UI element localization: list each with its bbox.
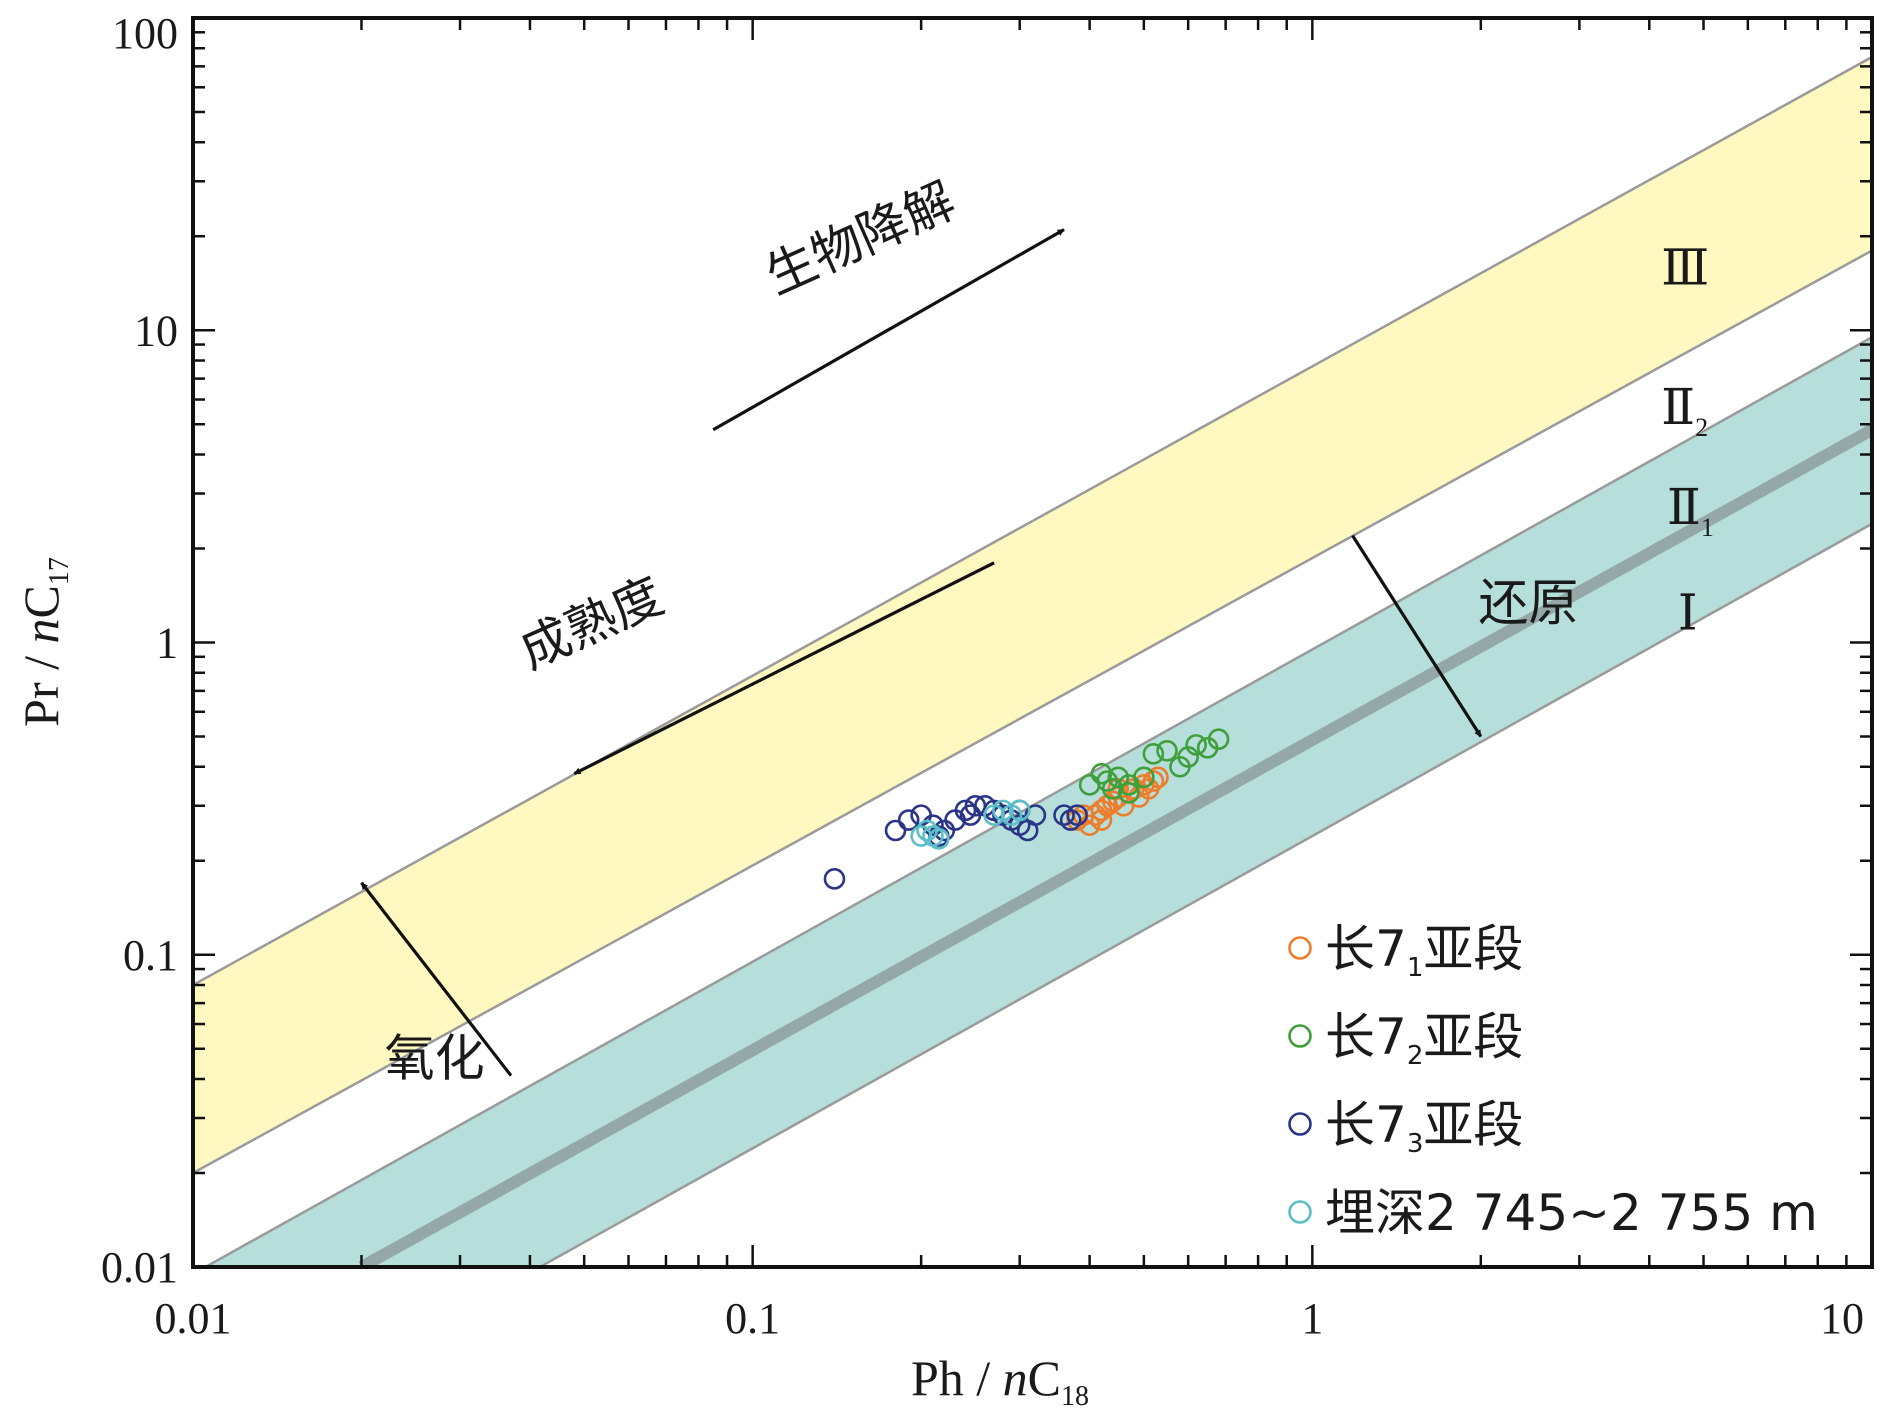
series-3-point [1053,804,1075,826]
y-axis-title: Pr / nC17 [13,557,75,727]
x-tick-label: 10 [1820,1294,1864,1343]
band-yellow [193,57,1872,1174]
annotation-arrow-3 [1351,534,1483,738]
y-tick-label: 1 [156,619,178,668]
legend-label-1-sub: 1 [1407,953,1424,983]
band-yellow-upper-edge [193,55,1872,987]
legend-label-2-suffix: 亚段 [1423,1008,1523,1066]
legend-label-4: 埋深2 745~2 755 m [1325,1184,1818,1242]
y-tick-label: 100 [112,9,178,58]
legend-label-4-name: 埋深2 745~2 755 m [1325,1184,1818,1242]
series-3-point [884,819,907,842]
legend-label-3-name: 长7 [1325,1096,1407,1154]
legend-label-3-sub: 3 [1407,1129,1424,1159]
x-axis-title: Ph / nC18 [911,1350,1089,1408]
annotation-label-3: 还原 [1478,574,1578,632]
x-axis-title-main: Ph / [911,1350,1003,1406]
zone-label-4: Ⅰ [1678,585,1698,641]
legend-label-3: 长73亚段 [1325,1096,1523,1159]
series-2-point [1101,777,1124,800]
axes-frame [191,16,1874,1269]
series-2-point [1185,734,1207,756]
annotation-label-4: 氧化 [385,1030,485,1088]
legend-label-1-suffix: 亚段 [1423,920,1523,978]
series-3-point [823,868,846,890]
legend-label-1: 长71亚段 [1325,920,1523,983]
series-3-point [1059,809,1082,831]
series-2-point [1156,739,1178,762]
legend-label-2-name: 长7 [1325,1008,1407,1066]
legend-marker-3 [1288,1112,1312,1136]
zone-label-2-sub: 2 [1695,413,1708,442]
annotation-arrow-4 [360,881,513,1077]
series-4-point [927,828,950,850]
data-points [823,728,1230,890]
annotation-label-1: 生物降解 [757,171,963,305]
tick-labels: 0.01 0.1 1 10 0.01 0.1 1 10 100 [101,9,1864,1343]
band-center-line [358,424,1872,1267]
annotation-arrow-2 [573,561,995,776]
series-2-point [1118,782,1140,804]
band-yellow-lower-edge [193,249,1872,1175]
series-3-point [954,799,977,822]
y-axis-title-sub: 17 [44,557,75,585]
zone-label-4-main: Ⅰ [1678,585,1698,641]
series-3-point [922,814,944,836]
zone-label-3-sub: 1 [1701,513,1714,542]
legend-label-1-name: 长7 [1325,920,1407,978]
series-3-point [1024,804,1047,826]
x-axis-title-atom: C [1028,1350,1061,1406]
series-1-point [1142,770,1165,792]
y-tick-label: 10 [134,306,178,355]
annotation-arrow-1 [712,228,1065,432]
x-tick-label: 0.1 [725,1294,780,1343]
legend-marker-4 [1288,1200,1312,1224]
y-tick-label: 0.1 [123,931,178,980]
annotation-label-2: 成熟度 [511,566,672,680]
zone-label-1-main: Ⅲ [1661,240,1709,296]
band-teal-lower-edge [537,522,1872,1267]
zone-label-3-main: Ⅱ [1667,479,1701,535]
series-2-point [1133,766,1155,789]
legend-label-2-sub: 2 [1407,1041,1424,1071]
series-3-point [1066,804,1088,826]
series-4-point [1008,799,1031,822]
legend-label-2: 长72亚段 [1325,1008,1523,1071]
zone-label-3: Ⅱ1 [1667,479,1714,542]
zone-label-1: Ⅲ [1661,240,1709,296]
legend-label-3-suffix: 亚段 [1423,1096,1523,1154]
x-axis-title-italic: n [1003,1350,1028,1406]
series-2-point [1207,728,1230,751]
y-axis-title-main: Pr / [13,644,69,727]
zone-label-2-main: Ⅱ [1661,379,1695,435]
x-tick-label: 1 [1301,1294,1323,1343]
y-tick-label: 0.01 [101,1243,178,1292]
series-3-point [897,809,920,831]
legend-marker-1 [1288,936,1312,960]
zone-label-2: Ⅱ2 [1661,379,1708,442]
x-axis-title-sub: 18 [1061,1381,1089,1408]
y-axis-title-italic: n [13,619,69,644]
series-1-point [1107,777,1130,800]
y-axis-title-atom: C [13,585,69,618]
series-2-point [1142,743,1165,765]
legend-marker-2 [1288,1024,1312,1048]
x-tick-label: 0.01 [155,1294,232,1343]
series-1-point [1147,766,1169,789]
